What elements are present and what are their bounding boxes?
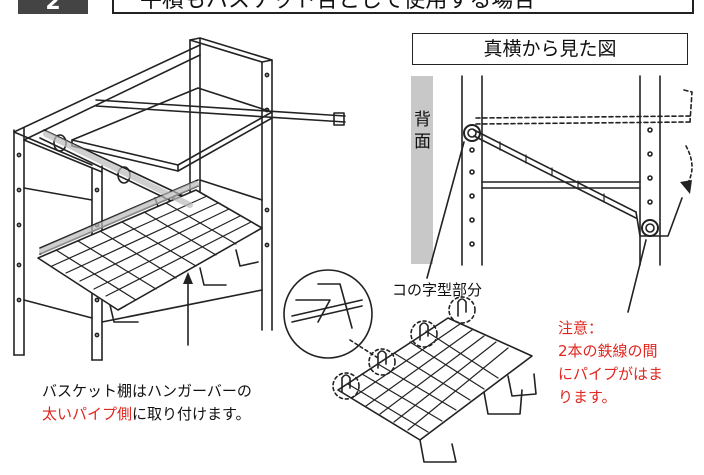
basket-instruction-rest: に取り付けます。 [132,405,251,423]
caution-line: ります。 [558,388,617,406]
basket-instruction-line: バスケット棚はハンガーバーの [42,382,252,400]
caution-title: 注意： [558,319,604,337]
thick-pipe-side-text: 太いパイプ側 [42,405,133,423]
basket-instruction: バスケット棚はハンガーバーの 太いパイプ側に取り付けます。 [42,380,252,426]
caution-note: 注意： 2本の鉄線の間 にパイプがはま ります。 [558,317,663,409]
detail-circle [283,269,379,359]
basket-drawing [332,296,537,463]
u-part-label: コの字型部分 [392,281,483,299]
caution-line: 2本の鉄線の間 [558,342,658,360]
basket-instruction-line: 太いパイプ側に取り付けます。 [42,403,252,426]
side-view-title: 真横から見た図 [412,33,688,65]
step-number-badge: 2 [18,0,88,14]
caution-line: にパイプがはま [558,365,664,383]
section-title: 平積もバスケット合として使用する場合 [112,0,694,14]
back-wall-label: 背面 [414,110,431,152]
side-view-drawing [411,75,693,313]
